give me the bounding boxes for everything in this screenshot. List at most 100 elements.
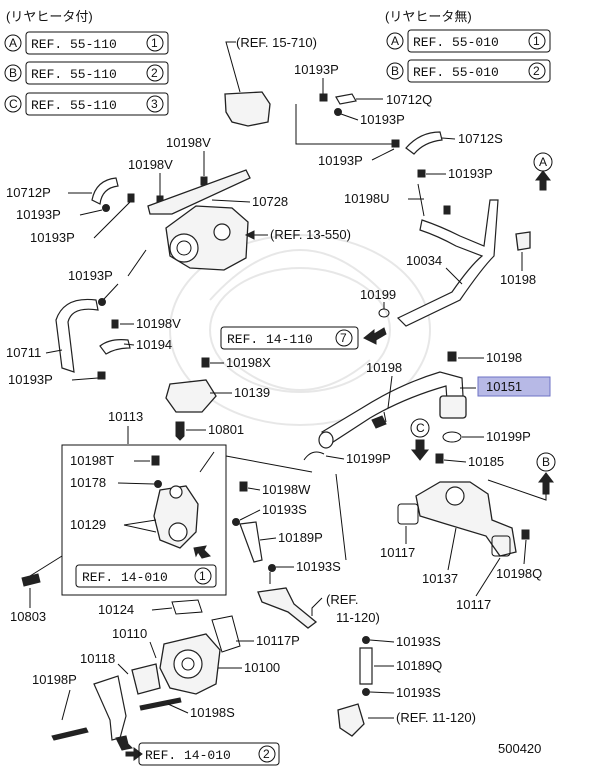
part-10193S-a: 10193S [262,502,307,517]
leader-line [247,487,261,491]
legend-ref-text: REF. 55-010 [413,65,499,80]
part-10712P: 10712P [6,185,51,200]
leader-line [259,537,277,541]
thermostat-10118 [131,663,161,695]
part-10117-b: 10117 [456,597,491,612]
ref-arrow [311,597,323,616]
header-right: (リヤヒータ無) [385,9,472,24]
legend-right-b[interactable]: B REF. 55-010 2 [386,59,551,83]
legend-num-circle [146,64,164,82]
ref-14-110: REF. 14-110 [227,332,313,347]
part-10193P-b: 10193P [360,112,405,127]
bolt [201,357,210,368]
leader-line [29,555,63,577]
leader-line [211,199,251,203]
gasket-10199P-b [303,451,325,461]
arrow-b-marker[interactable]: B [536,452,556,495]
legend-right-a[interactable]: A REF. 55-010 1 [386,29,551,53]
housing-port-top [169,485,183,499]
arrow-up-icon [534,170,552,191]
leader-line [387,375,393,409]
hose-10194 [99,339,131,355]
legend-ref-box [25,61,169,85]
legend-left-a[interactable]: A REF. 55-110 1 [4,31,169,55]
arrow-a-marker[interactable]: A [533,152,553,191]
part-10178: 10178 [70,475,106,490]
part-10193P-g: 10193P [68,268,113,283]
connector-housing [224,91,271,127]
legend-left-c[interactable]: C REF. 55-110 3 [4,92,169,116]
gasket-10117-b [491,535,511,557]
legend-ref-box [25,92,169,116]
leader-line [325,455,345,460]
part-10198P: 10198P [32,672,77,687]
arrow-c-marker[interactable]: C [410,418,430,461]
leader-line [61,689,71,721]
bolt [521,529,530,540]
leader-line [225,41,241,93]
part-10118: 10118 [80,651,115,666]
leader-line [79,209,103,216]
clamp [319,93,328,102]
leader-line [295,104,394,145]
pump-impeller [173,649,203,679]
leader-line [151,607,173,611]
part-10100: 10100 [244,660,280,675]
hose-10712P [91,177,119,205]
hose-10711 [55,298,99,373]
part-10185: 10185 [468,454,504,469]
part-10117-a: 10117 [380,545,415,560]
legend-ref-box [407,59,551,83]
part-10194: 10194 [136,337,172,352]
legend-letter-a: A [391,34,399,48]
leader-line [71,377,99,381]
leader-line [123,524,157,533]
leader-line [523,539,527,565]
legend-circle-a [4,34,22,52]
part-10712Q: 10712Q [386,92,432,107]
pipe-fitting [337,703,365,737]
ref-11-120-b: (REF. 11-120) [396,710,476,725]
leader-line [117,482,155,485]
arrow-down-icon [193,545,211,559]
leader-line [199,451,215,473]
bolt [443,205,451,215]
highlight-10151[interactable] [477,376,551,397]
bracket-10139 [165,379,217,413]
ref-14-110-box[interactable]: REF. 14-110 7 [220,326,359,350]
ref-num: 2 [263,747,270,761]
ref-11-120-a-line2: 11-120) [336,610,380,625]
diagram-code: 500420 [498,741,541,756]
ref-14-010-2-box[interactable]: REF. 14-010 2 [138,742,280,766]
legend-circle-a [386,32,404,50]
leader-line [475,557,501,597]
leader-line [371,148,395,161]
legend-circle-b [386,62,404,80]
legend-left-b[interactable]: B REF. 55-110 2 [4,61,169,85]
ref-14-010-1-box[interactable]: REF. 14-010 1 [75,564,217,588]
leader-line [127,249,147,277]
sensor-10803 [21,573,41,587]
circle-c [410,418,430,438]
part-10803: 10803 [10,609,46,624]
part-10198U: 10198U [344,191,390,206]
legend-num: 1 [151,36,158,50]
watermark-emblem [169,234,431,426]
leader-line [417,183,425,217]
clamp [232,518,240,526]
header-left: (リヤヒータ付) [6,9,93,24]
clamp [362,688,370,696]
ref-box [220,326,359,350]
legend-num: 3 [151,97,158,111]
hose-10712Q [335,93,357,105]
gasket-10199P-a [442,431,462,443]
hose-end [318,431,334,449]
part-10193P-d: 10193P [448,166,493,181]
ref-num-circle [335,329,353,347]
leader-line [123,519,157,526]
legend-num-circle [146,95,164,113]
leader-line [149,641,157,659]
part-10198V-b: 10198V [128,157,173,172]
bolt [447,351,457,362]
pipe-10034 [396,199,499,327]
